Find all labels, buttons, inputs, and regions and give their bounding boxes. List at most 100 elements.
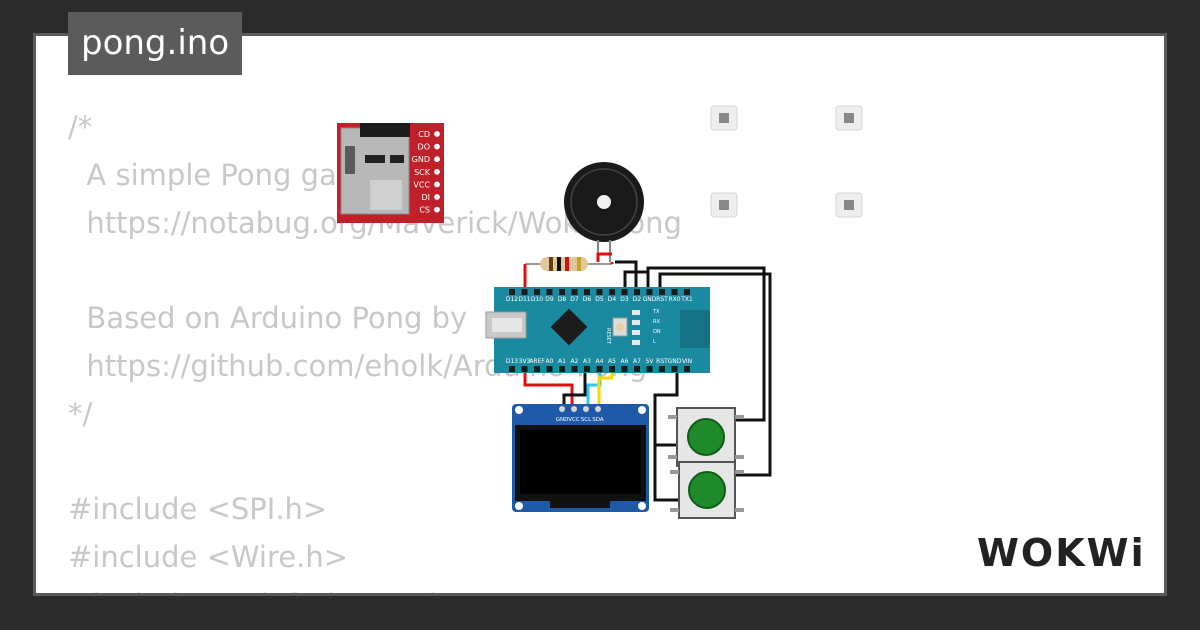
nano-pin-label: RST — [656, 358, 668, 365]
nano-pin-label: 3V3 — [519, 358, 531, 365]
nano-pin[interactable] — [659, 289, 665, 295]
code-line: #include <Wire.h> — [68, 540, 349, 575]
nano-pin[interactable] — [609, 289, 615, 295]
wokwi-logo-text: WOKWi — [977, 531, 1146, 575]
nano-pin[interactable] — [671, 366, 678, 372]
nano-pin[interactable] — [634, 289, 640, 295]
sd-pin[interactable] — [433, 193, 441, 201]
code-line: A simple Pong ga — [68, 157, 337, 192]
nano-pin[interactable] — [521, 289, 528, 295]
oled-pin-label: SDA — [592, 417, 604, 423]
oled-pin[interactable] — [583, 406, 589, 412]
nano-pin-label: D8 — [558, 296, 567, 303]
code-line: #include <Adafruit_GFX.h> — [68, 582, 682, 593]
nano-pin-label: A1 — [558, 358, 566, 365]
nano-pin-label: D11 — [518, 296, 530, 303]
nano-led-label: ON — [653, 329, 661, 335]
nano-pin[interactable] — [509, 366, 515, 372]
buzzer[interactable] — [564, 162, 644, 262]
wokwi-logo: WOKWi — [977, 531, 1146, 575]
nano-pin-label: D2 — [633, 296, 642, 303]
nano-pin[interactable] — [546, 289, 553, 295]
nano-pin-label: D13 — [506, 358, 518, 365]
nano-pin[interactable] — [609, 366, 615, 372]
neopixel-led[interactable] — [835, 192, 863, 218]
nano-pin[interactable] — [546, 366, 553, 372]
nano-pin[interactable] — [509, 289, 515, 295]
neopixel-led[interactable] — [710, 105, 738, 131]
nano-pin[interactable] — [559, 366, 565, 372]
oled-pin-label: SCL — [581, 417, 592, 423]
nano-pin[interactable] — [584, 289, 590, 295]
sd-pin[interactable] — [433, 167, 441, 176]
nano-pin-label: D9 — [545, 296, 554, 303]
neopixel-led[interactable] — [710, 192, 738, 218]
nano-led-label: TX — [652, 309, 660, 315]
sd-pin[interactable] — [433, 180, 441, 189]
sd-pin[interactable] — [433, 130, 441, 138]
nano-pin-label: A5 — [608, 358, 616, 365]
oled-pin[interactable] — [559, 406, 565, 412]
nano-pin[interactable] — [596, 289, 603, 295]
project-title: pong.ino — [68, 12, 243, 75]
nano-pin[interactable] — [621, 366, 628, 372]
nano-pin-label: AREF — [529, 358, 545, 365]
nano-pin-label: GND — [643, 296, 657, 303]
nano-pin[interactable] — [659, 366, 665, 372]
nano-pin[interactable] — [621, 289, 628, 295]
nano-pin-label: D3 — [620, 296, 629, 303]
code-line: Based on Arduino Pong by — [68, 301, 468, 336]
nano-pin[interactable] — [646, 289, 653, 295]
nano-pin-label: A3 — [583, 358, 591, 365]
nano-pin[interactable] — [671, 289, 678, 295]
nano-pin-label: RST — [656, 296, 668, 303]
nano-led-label: L — [653, 339, 656, 345]
nano-pin[interactable] — [634, 366, 640, 372]
nano-pin-label: D6 — [583, 296, 592, 303]
resistor[interactable] — [525, 257, 612, 271]
nano-reset-label: RESET — [605, 328, 611, 345]
nano-header-pins — [509, 289, 690, 372]
oled-pin[interactable] — [595, 406, 601, 412]
push-button-down[interactable] — [670, 461, 744, 519]
nano-pin[interactable] — [571, 289, 578, 295]
sd-pin-label: CD — [418, 130, 430, 139]
nano-pin[interactable] — [559, 289, 565, 295]
nano-pin-label: D5 — [595, 296, 604, 303]
nano-pin[interactable] — [571, 366, 578, 372]
nano-pin-label: VIN — [682, 358, 692, 365]
sd-pin-label: CS — [419, 206, 430, 215]
nano-pin[interactable] — [684, 289, 690, 295]
nano-led-label: RX — [653, 319, 660, 325]
sd-pin[interactable] — [433, 142, 441, 151]
neopixel-led[interactable] — [835, 105, 863, 131]
oled-pin-label: GND — [556, 417, 569, 423]
nano-pin[interactable] — [646, 366, 653, 372]
nano-pin-label: A6 — [621, 358, 629, 365]
oled-pin[interactable] — [571, 406, 577, 412]
push-button-up[interactable] — [668, 407, 744, 467]
nano-pin[interactable] — [534, 366, 540, 372]
sd-pin-label: GND — [412, 155, 430, 164]
sd-pin-label: SCK — [414, 168, 431, 177]
nano-pin-label: D10 — [531, 296, 543, 303]
nano-pin[interactable] — [684, 366, 690, 372]
nano-pin[interactable] — [521, 366, 528, 372]
nano-pin-label: GND — [668, 358, 682, 365]
nano-pin[interactable] — [584, 366, 590, 372]
nano-pin[interactable] — [596, 366, 603, 372]
code-line: #include <SPI.h> — [68, 492, 328, 527]
nano-pin-label: A7 — [633, 358, 641, 365]
sd-pin[interactable] — [433, 205, 441, 214]
wires — [523, 252, 772, 502]
sd-pin-label: VCC — [413, 180, 430, 189]
nano-pin[interactable] — [534, 289, 540, 295]
sd-pin[interactable] — [433, 155, 441, 164]
sd-pin-label: DO — [418, 143, 430, 152]
nano-pin-label: D7 — [570, 296, 579, 303]
